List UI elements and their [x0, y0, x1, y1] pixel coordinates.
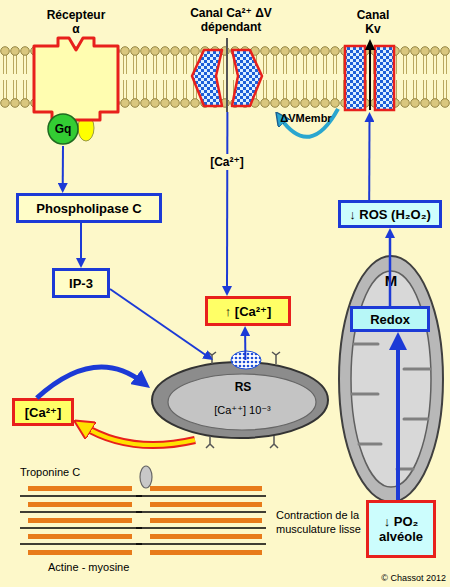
- node-label: Récepteur α: [43, 8, 109, 36]
- arrow-line: [244, 331, 246, 360]
- node-label: [Ca⁺⁺] 10⁻³: [195, 404, 290, 417]
- mitochondrion-inner: [351, 271, 431, 487]
- arrow-line: [389, 233, 392, 306]
- process-box: ↓ ROS (H₂O₂): [338, 200, 442, 228]
- reticulum-inner: [168, 374, 316, 430]
- calcium-channel: Canal Ca²⁺ ΔV dépendant: [186, 6, 276, 112]
- channel-subunit: [345, 46, 365, 110]
- edge-label: [Ca²⁺]: [208, 154, 246, 170]
- box-text: ↓ ROS (H₂O₂): [349, 207, 431, 222]
- actin-filament: [136, 527, 266, 529]
- reticulum-channel: [206, 352, 280, 448]
- troponin-shape: [140, 466, 152, 488]
- process-box: ↑ [Ca²⁺]: [205, 296, 291, 326]
- connector-arrow: [227, 112, 228, 291]
- connector-arrow: [369, 117, 370, 200]
- arrow-line: [83, 426, 196, 445]
- troponin: Troponine C: [20, 464, 154, 490]
- actin-filament: [136, 511, 266, 513]
- edge-label: ΔVMembr: [278, 111, 333, 125]
- node-label: Canal Kv: [353, 8, 393, 36]
- process-box: [Ca²⁺]: [12, 398, 74, 426]
- reticulum-outer: [152, 362, 328, 438]
- connector-arrow: [81, 223, 82, 263]
- node-outline: [337, 254, 445, 504]
- myosin-filament: [150, 534, 262, 539]
- myosin-filament: [150, 486, 262, 491]
- actin-filament: [20, 495, 142, 497]
- mitochondrion-outer: [339, 256, 443, 502]
- connector-arrow: [37, 367, 143, 398]
- connector-arrow: [83, 426, 196, 445]
- node-label: Gq: [46, 122, 80, 136]
- process-box: Redox: [350, 306, 430, 332]
- arrow-line: [396, 341, 400, 500]
- arrow-line: [62, 146, 64, 188]
- receptor: Récepteur α: [28, 8, 124, 122]
- free-label: © Chassot 2012: [352, 572, 446, 584]
- connector-arrow: [62, 146, 63, 188]
- arrow-line: [37, 367, 143, 398]
- receptor-shape: [34, 38, 118, 120]
- myosin-filament: [150, 502, 262, 507]
- mitochondrion: M Redox: [337, 254, 445, 504]
- arrow-line: [226, 112, 228, 291]
- connector-arrow: [110, 289, 209, 357]
- free-label: Actine - myosine: [48, 560, 168, 574]
- connector-arrow: [390, 233, 391, 306]
- ion-flow-line: [226, 38, 228, 112]
- node-label: M: [377, 272, 405, 289]
- myosin-filament: [28, 518, 132, 523]
- actin-filament: [136, 495, 266, 497]
- box-text: ↓ PO₂ alvéole: [372, 514, 430, 544]
- actin-filament: [20, 511, 142, 513]
- myosin-filament: [150, 518, 262, 523]
- myosin-filament: [28, 486, 132, 491]
- arrow-line: [80, 223, 82, 263]
- g-protein: Gq: [46, 112, 80, 146]
- free-label: Contraction de la musculature lisse: [276, 508, 368, 536]
- process-box: ↓ PO₂ alvéole: [366, 500, 436, 558]
- ion-flow-head: [365, 39, 375, 50]
- node-label: Troponine C: [20, 466, 132, 479]
- mitochondrial-cristae: [352, 344, 430, 469]
- channel-subunit: [232, 50, 262, 106]
- myosin-filament: [28, 502, 132, 507]
- node-label: Canal Ca²⁺ ΔV dépendant: [186, 6, 276, 34]
- actin-filament: [20, 527, 142, 529]
- arrow-line: [110, 289, 209, 357]
- node-outline: [150, 360, 330, 440]
- sarcoplasmic-reticulum: RS [Ca⁺⁺] 10⁻³: [150, 360, 330, 440]
- connector-arrow: [398, 341, 399, 500]
- channel-subunit: [192, 50, 222, 106]
- box-text: [Ca²⁺]: [25, 405, 61, 420]
- actin-filament: [20, 543, 142, 545]
- actin-filament: [136, 543, 266, 545]
- ion-flow-line: [369, 48, 371, 110]
- node-label: RS: [228, 380, 258, 394]
- actin-myosin-filaments: [20, 486, 266, 555]
- myosin-filament: [150, 550, 262, 555]
- box-text: ↑ [Ca²⁺]: [225, 304, 272, 319]
- arrow-outline: [83, 426, 196, 445]
- myosin-filament: [28, 534, 132, 539]
- connector-arrow: [245, 331, 246, 360]
- process-box: IP-3: [52, 268, 110, 298]
- myosin-filament: [28, 550, 132, 555]
- box-text: IP-3: [69, 276, 93, 291]
- box-text: Redox: [370, 312, 410, 327]
- channel-subunit: [375, 46, 394, 110]
- arrow-line: [368, 117, 370, 200]
- ryanodine-receptor: [231, 351, 261, 369]
- process-box: Phospholipase C: [16, 193, 162, 223]
- potassium-channel: Canal Kv: [338, 8, 408, 112]
- box-text: Phospholipase C: [36, 201, 141, 216]
